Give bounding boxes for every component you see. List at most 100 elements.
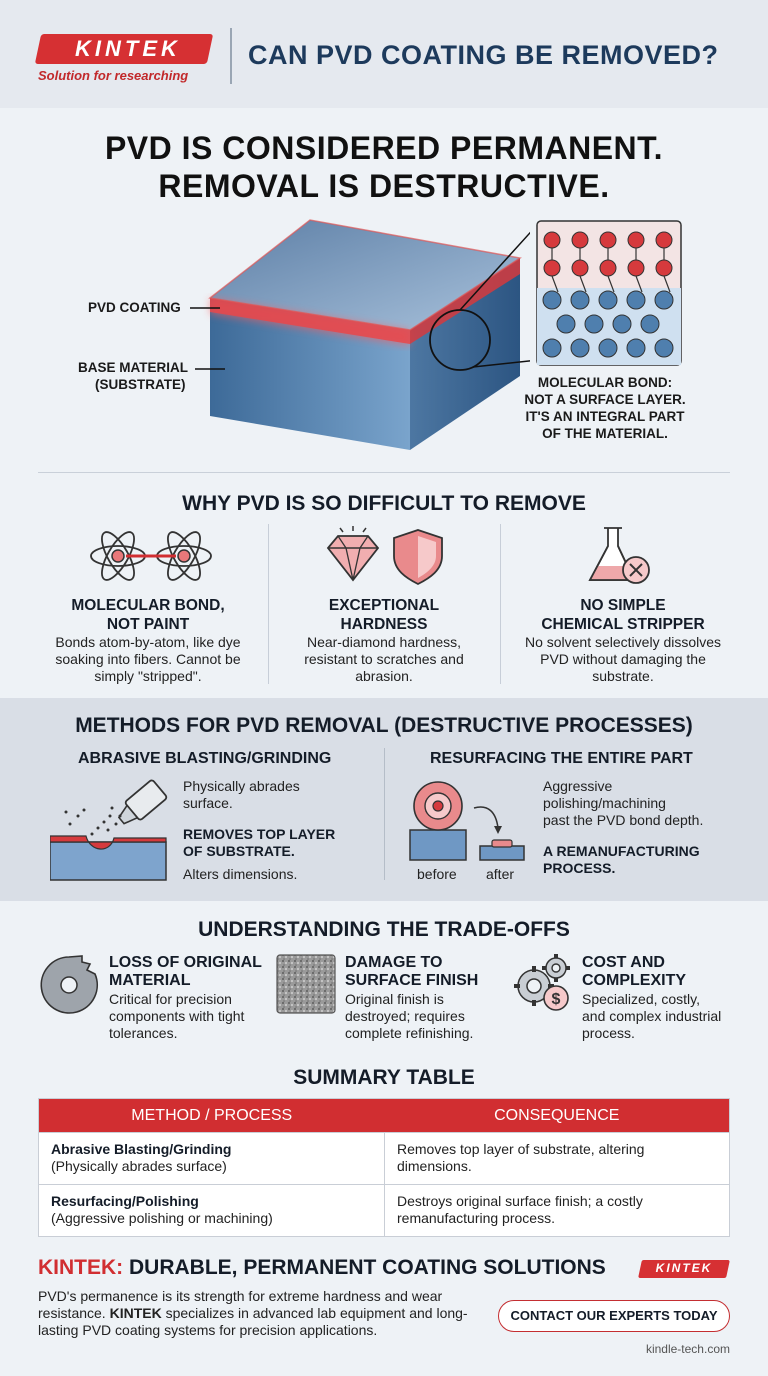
text-line: PVD without damaging the: [540, 651, 706, 667]
substrate-atom: [654, 338, 674, 358]
text-line: substrate.: [592, 668, 654, 684]
svg-text:$: $: [552, 991, 561, 1008]
heading-line: LOSS OF ORIGINAL: [109, 954, 262, 971]
blasting-text: Physically abrades surface.: [183, 778, 300, 812]
substrate-atom: [584, 314, 604, 334]
text-line: Physically abrades: [183, 778, 300, 794]
resurfacing-text: Aggressive polishing/machining past the …: [543, 778, 703, 829]
page-title: CAN PVD COATING BE REMOVED?: [248, 40, 719, 70]
column-divider: [384, 748, 385, 880]
method-sub: (Aggressive polishing or machining): [51, 1210, 273, 1226]
coating-atom: [543, 231, 561, 249]
bond-line: [635, 275, 643, 293]
cta-text-part: specializes in advanced lab equipment an…: [38, 1305, 468, 1338]
substrate-atom: [598, 338, 618, 358]
heading-line: NO SIMPLE: [580, 597, 666, 614]
methods-title: METHODS FOR PVD REMOVAL (DESTRUCTIVE PRO…: [75, 714, 693, 737]
heading-line: MOLECULAR BOND,: [71, 597, 225, 614]
text-line: Removes top layer of substrate, altering: [397, 1141, 645, 1157]
logo-text: KINTEK: [75, 36, 181, 61]
heading-line: HARDNESS: [340, 616, 428, 633]
cut-disc-icon: [40, 955, 98, 1014]
contact-experts-button[interactable]: CONTACT OUR EXPERTS TODAY: [498, 1300, 730, 1332]
resurfacing-emphasis: A REMANUFACTURING PROCESS.: [543, 843, 700, 877]
why-col-text: Near-diamond hardness, resistant to scra…: [274, 634, 494, 685]
method-name: Resurfacing/Polishing: [51, 1193, 199, 1209]
label-base-material: BASE MATERIAL: [78, 360, 188, 375]
table-cell-consequence: Destroys original surface finish; a cost…: [384, 1184, 730, 1237]
blasting-heading: ABRASIVE BLASTING/GRINDING: [78, 750, 332, 767]
label-substrate: (SUBSTRATE): [95, 377, 186, 392]
why-col-text: Bonds atom-by-atom, like dye soaking int…: [38, 634, 258, 685]
table-cell-method: Abrasive Blasting/Grinding (Physically a…: [38, 1132, 385, 1185]
caption-line: OF THE MATERIAL.: [542, 426, 668, 441]
why-col-heading: NO SIMPLE CHEMICAL STRIPPER: [508, 596, 738, 634]
text-line: resistant to scratches and: [304, 651, 464, 667]
text-line: Near-diamond hardness,: [306, 634, 462, 650]
section-divider: [38, 472, 730, 473]
hero-title-line1: PVD IS CONSIDERED PERMANENT.: [104, 130, 664, 166]
text-line: A REMANUFACTURING: [543, 843, 700, 859]
why-col-text: No solvent selectively dissolves PVD wit…: [508, 634, 738, 685]
text-line: REMOVES TOP LAYER: [183, 826, 336, 842]
rough-texture-icon: [276, 954, 336, 1014]
substrate-atom: [626, 338, 646, 358]
website-url[interactable]: kindle-tech.com: [645, 1342, 730, 1356]
pointer-line: [190, 307, 220, 309]
heading-line: SURFACE FINISH: [345, 972, 479, 989]
text-line: destroyed; requires: [345, 1008, 465, 1024]
text-line: simply "stripped".: [94, 668, 202, 684]
table-cell-method: Resurfacing/Polishing (Aggressive polish…: [38, 1184, 385, 1237]
cta-text: PVD's permanence is its strength for ext…: [38, 1288, 478, 1339]
summary-title: SUMMARY TABLE: [293, 1066, 475, 1089]
column-header-method: METHOD / PROCESS: [38, 1098, 385, 1133]
cta-title: KINTEK: DURABLE, PERMANENT COATING SOLUT…: [38, 1256, 606, 1280]
coating-atom: [571, 259, 589, 277]
text-line: Specialized, costly,: [582, 991, 701, 1007]
label-pvd-coating: PVD COATING: [88, 300, 181, 315]
column-header-consequence: CONSEQUENCE: [384, 1098, 730, 1133]
column-divider: [500, 524, 501, 684]
cta-text-brand: KINTEK: [109, 1305, 162, 1321]
logo-tagline: Solution for researching: [38, 68, 189, 83]
heading-line: COST AND: [582, 954, 665, 971]
coating-atom: [655, 259, 673, 277]
substrate-atom: [598, 290, 618, 310]
table-row: Resurfacing/Polishing (Aggressive polish…: [38, 1184, 730, 1237]
blasting-emphasis: REMOVES TOP LAYER OF SUBSTRATE.: [183, 826, 335, 860]
text-line: abrasion.: [355, 668, 413, 684]
blasting-nozzle-icon: [50, 779, 168, 881]
text-line: remanufacturing process.: [397, 1210, 555, 1226]
gear-dollar-icon: $: [514, 954, 570, 1011]
caption-line: MOLECULAR BOND:: [537, 375, 673, 390]
text-line: and complex industrial: [582, 1008, 722, 1024]
heading-line: NOT PAINT: [106, 616, 190, 633]
substrate-atom: [626, 290, 646, 310]
tradeoff-text: Critical for precision components with t…: [109, 991, 244, 1042]
text-line: past the PVD bond depth.: [543, 812, 704, 828]
method-name: Abrasive Blasting/Grinding: [51, 1141, 232, 1157]
text-line: Bonds atom-by-atom, like dye: [55, 634, 241, 650]
method-sub: (Physically abrades surface): [51, 1158, 227, 1174]
text-line: polishing/machining: [543, 795, 666, 811]
why-col-heading: EXCEPTIONAL HARDNESS: [274, 596, 494, 634]
after-label: after: [486, 866, 515, 882]
why-title: WHY PVD IS SO DIFFICULT TO REMOVE: [182, 492, 586, 515]
tradeoffs-title: UNDERSTANDING THE TRADE-OFFS: [198, 918, 570, 941]
tradeoff-text: Original finish is destroyed; requires c…: [345, 991, 473, 1042]
text-line: tolerances.: [109, 1025, 178, 1041]
heading-line: CHEMICAL STRIPPER: [541, 616, 705, 633]
pvd-block-illustration: [208, 219, 530, 450]
substrate-atom: [570, 338, 590, 358]
text-line: Original finish is: [345, 991, 444, 1007]
heading-line: COMPLEXITY: [582, 972, 687, 989]
text-line: No solvent selectively dissolves: [524, 634, 722, 650]
bond-line: [551, 275, 559, 293]
coating-atom: [571, 231, 589, 249]
coating-atom: [599, 259, 617, 277]
substrate-atom: [612, 314, 632, 334]
heading-line: DAMAGE TO: [345, 954, 443, 971]
heading-line: EXCEPTIONAL: [328, 597, 440, 614]
heading-line: MATERIAL: [109, 972, 191, 989]
table-cell-consequence: Removes top layer of substrate, altering…: [384, 1132, 730, 1185]
